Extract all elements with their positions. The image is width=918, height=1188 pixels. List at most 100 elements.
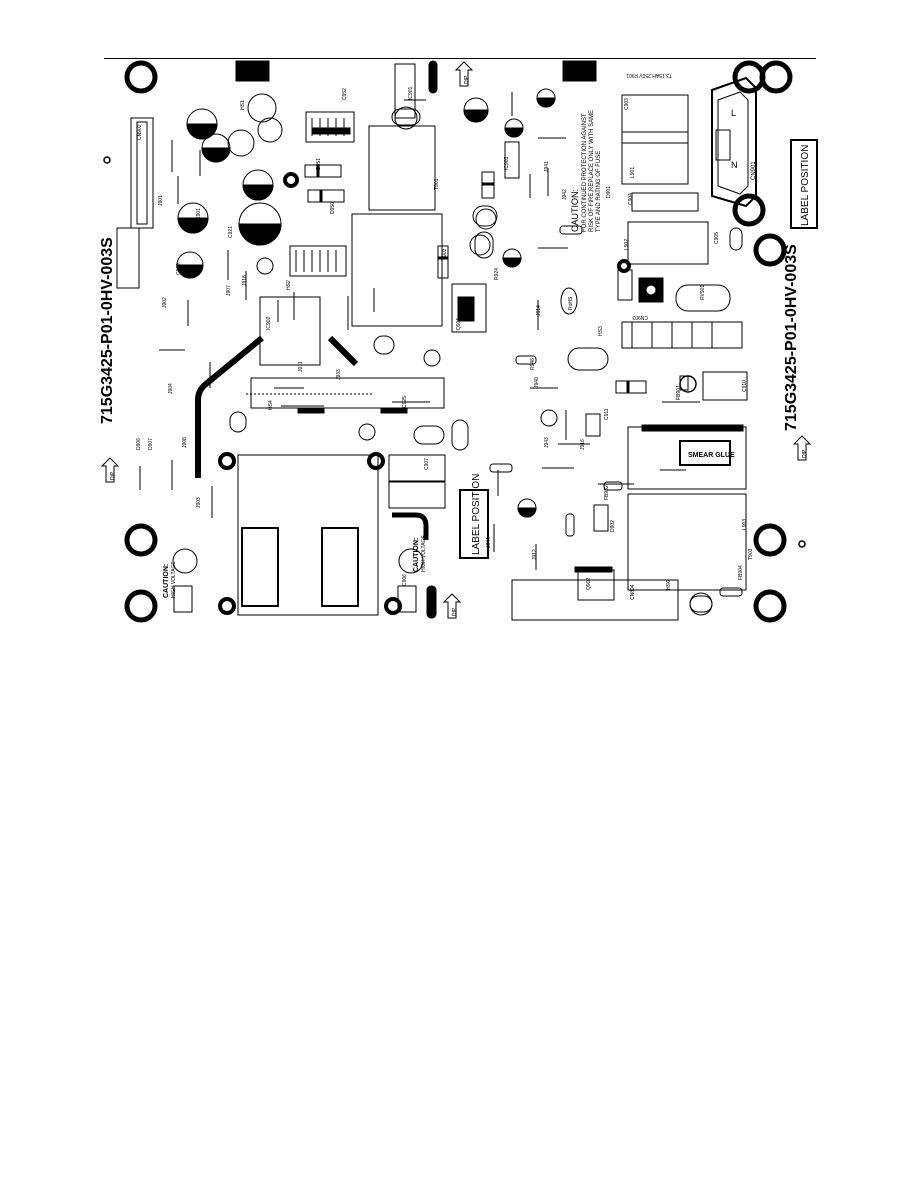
svg-text:C903: C903 [624, 98, 630, 110]
svg-text:J904: J904 [168, 383, 174, 394]
dip-label-2: DIP [464, 75, 470, 84]
svg-text:D902: D902 [610, 520, 616, 532]
electrolytic-caps [176, 88, 556, 518]
caution-hv-left: CAUTION: HIGH VOLTAGE [163, 561, 177, 598]
svg-text:L902: L902 [624, 239, 630, 250]
svg-text:J901: J901 [158, 195, 164, 206]
mounting-holes [124, 60, 793, 623]
svg-text:J903: J903 [196, 497, 202, 508]
ref-designators: CN902 CN903 CN804 T901 T902 T903 C909 C9… [136, 86, 754, 600]
svg-text:C905: C905 [714, 232, 720, 244]
ic-ic902 [259, 296, 321, 366]
caution-hv-right: CAUTION: HIGH VOLTAGE [413, 535, 427, 572]
ac-inlet-cn901 [711, 76, 757, 208]
pin-n: N [731, 160, 738, 170]
svg-text:L903: L903 [742, 519, 748, 530]
svg-text:HS2: HS2 [286, 280, 292, 290]
connector-cn902 [130, 117, 154, 229]
svg-text:D950: D950 [330, 202, 336, 214]
cn901-label: CN901 [751, 161, 757, 180]
svg-text:D907: D907 [148, 438, 154, 450]
rohs-label: RoHS [568, 296, 574, 310]
small-holes [218, 172, 697, 615]
smear-glue-box [679, 440, 731, 466]
high-voltage-text-2: HIGH VOLTAGE [421, 535, 427, 572]
svg-text:C921: C921 [228, 226, 234, 238]
svg-text:C904: C904 [628, 193, 634, 205]
label-position-box-right [790, 139, 818, 229]
part-number-left: 715G3425-P01-0HV-003S [99, 237, 116, 424]
svg-text:L901: L901 [630, 167, 636, 178]
high-voltage-text: HIGH VOLTAGE [171, 561, 177, 598]
dip-label-4: DIP [452, 607, 458, 616]
svg-text:J914: J914 [536, 305, 542, 316]
svg-text:J908: J908 [182, 437, 188, 448]
heatsinks [289, 111, 743, 601]
svg-text:D906: D906 [136, 438, 142, 450]
svg-text:C925: C925 [402, 396, 408, 408]
svg-text:RV901: RV901 [700, 285, 706, 300]
svg-text:R924: R924 [494, 268, 500, 280]
transformer-t902 [351, 213, 443, 327]
svg-text:J911: J911 [298, 361, 304, 372]
svg-text:T903: T903 [748, 548, 754, 560]
svg-text:C901: C901 [196, 208, 202, 220]
svg-text:CN903: CN903 [632, 314, 648, 320]
svg-text:C909: C909 [176, 263, 182, 275]
svg-text:FB901: FB901 [676, 385, 682, 400]
dip-label-3: DIP [802, 449, 808, 458]
svg-text:CN902: CN902 [137, 124, 143, 140]
svg-text:Q902: Q902 [586, 578, 592, 590]
mounting-hole [759, 60, 793, 94]
svg-text:FB904: FB904 [738, 565, 744, 580]
svg-text:C911: C911 [604, 408, 610, 420]
svg-text:J902: J902 [162, 297, 168, 308]
header-rule [104, 58, 816, 59]
caution-fuse-line-1: CAUTION: [570, 189, 580, 232]
caution-fuse-line-3: RISK OF FIRE,REPLACE ONLY WITH SAME [589, 110, 595, 232]
svg-text:J943: J943 [544, 437, 550, 448]
svg-text:J942: J942 [562, 189, 568, 200]
part-number-text: 715G3425-P01-0HV-003S [99, 237, 116, 424]
svg-text:J916: J916 [580, 439, 586, 450]
svg-text:D901: D901 [606, 186, 612, 198]
svg-text:IC902: IC902 [266, 316, 272, 330]
svg-text:C910: C910 [742, 380, 748, 392]
diodes [304, 164, 664, 532]
resistors [489, 225, 743, 597]
caution-fuse-block: CAUTION: FOR CONTINUED PROTECTION AGAINS… [570, 110, 602, 232]
svg-text:D951: D951 [316, 158, 322, 170]
svg-text:J933: J933 [336, 369, 342, 380]
transformer-t901 [368, 125, 436, 211]
label-position-text-2: LABEL POSITION [800, 145, 811, 226]
mounting-hole [124, 60, 158, 94]
label-position-text: LABEL POSITION [471, 474, 482, 555]
caution-fuse-line-4: TYPE AND RATING OF FUSE [596, 151, 602, 232]
svg-text:HS1: HS1 [240, 100, 246, 110]
svg-text:CN804: CN804 [630, 584, 636, 600]
svg-text:J940: J940 [534, 377, 540, 388]
film-caps [229, 108, 743, 613]
svg-text:J907: J907 [226, 285, 232, 296]
svg-text:HS3: HS3 [598, 326, 604, 336]
svg-text:FB902: FB902 [604, 485, 610, 500]
mounting-hole [753, 523, 787, 557]
transformer-t903 [627, 426, 747, 490]
svg-text:T901: T901 [434, 178, 440, 190]
svg-text:HS4: HS4 [268, 400, 274, 410]
fuse-rating-text: T3.15AH 250V F901 [626, 72, 672, 78]
label-position-box [459, 489, 489, 559]
mounting-hole [732, 193, 766, 227]
part-number-right: 715G3425-P01-0HV-003S [783, 244, 800, 431]
svg-text:R948: R948 [530, 358, 536, 370]
smear-glue-text: SMEAR GLUE [688, 452, 735, 459]
dip-label: DIP [110, 471, 116, 480]
svg-text:J944: J944 [486, 537, 492, 548]
svg-text:J941: J941 [544, 161, 550, 172]
mounting-hole [753, 233, 787, 267]
svg-text:IC903: IC903 [504, 156, 510, 170]
svg-text:J912: J912 [532, 549, 538, 560]
part-number-text-2: 715G3425-P01-0HV-003S [783, 244, 800, 431]
svg-text:HS6: HS6 [666, 580, 672, 590]
